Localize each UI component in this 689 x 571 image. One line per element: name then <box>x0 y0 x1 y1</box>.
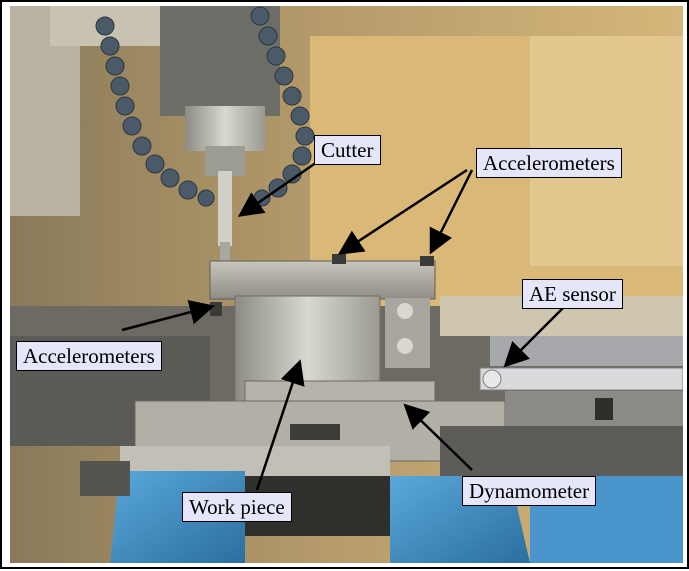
label-work-piece: Work piece <box>182 492 292 522</box>
label-cutter: Cutter <box>314 135 381 165</box>
label-accelerometers-top: Accelerometers <box>476 148 622 178</box>
label-ae-sensor: AE sensor <box>522 279 623 309</box>
label-accelerometers-left: Accelerometers <box>16 341 162 371</box>
label-dynamometer: Dynamometer <box>462 476 597 506</box>
